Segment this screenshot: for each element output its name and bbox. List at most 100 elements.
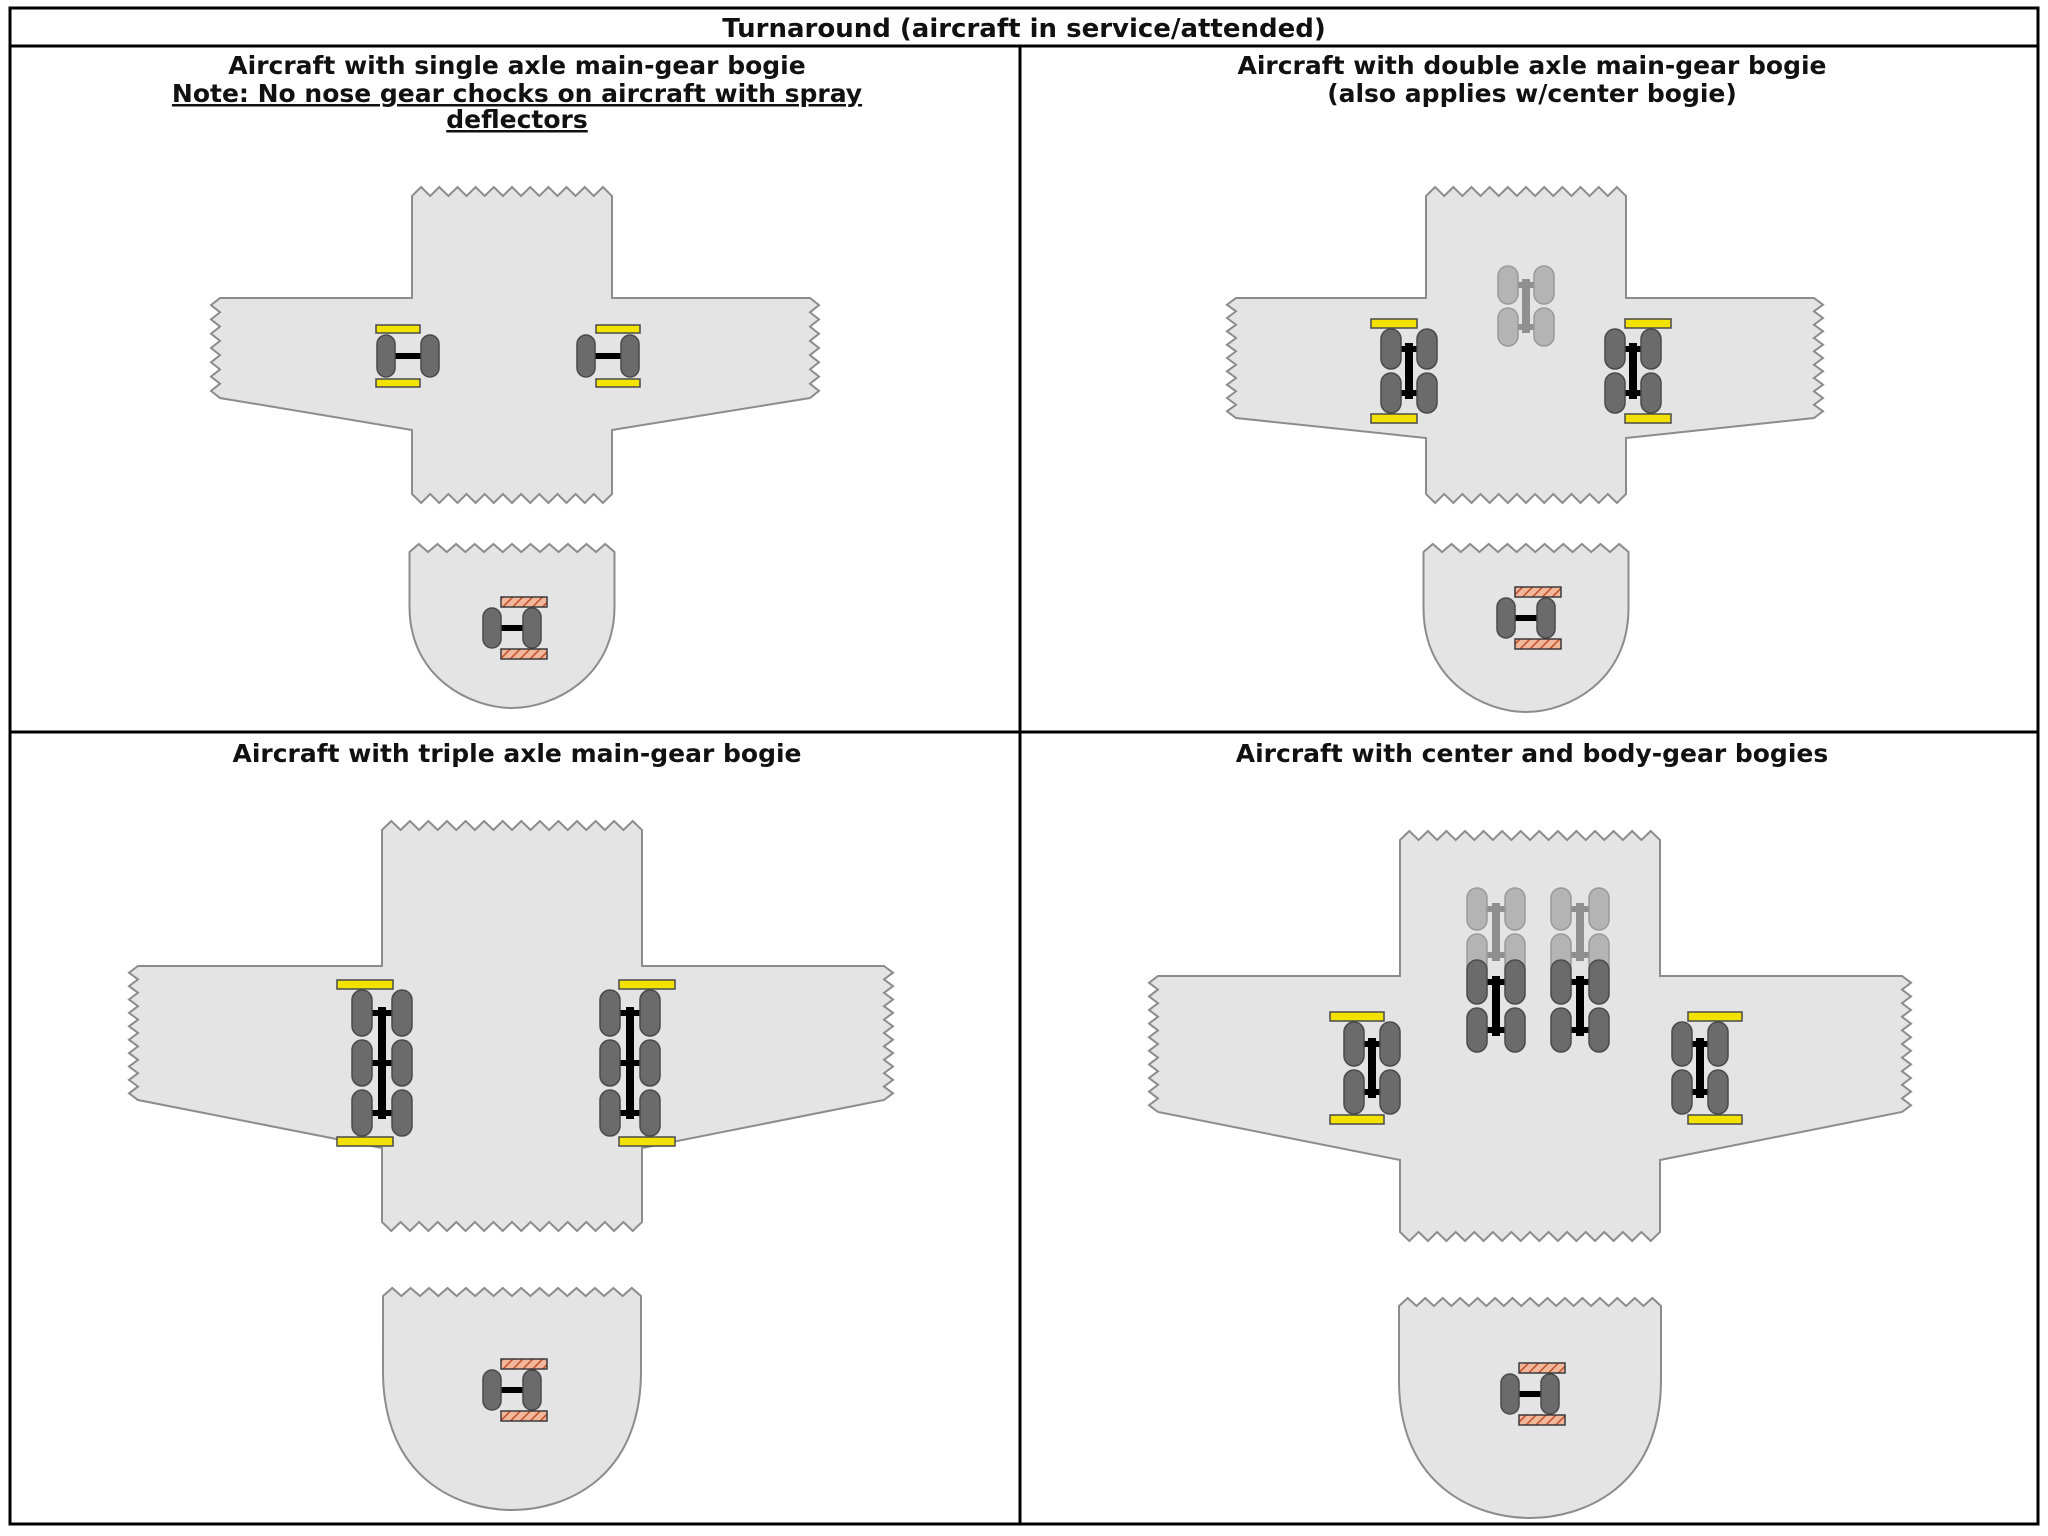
panel-double-axle-heading: Aircraft with double axle main-gear bogi…	[1237, 51, 1826, 108]
wheel-icon	[1416, 372, 1438, 414]
axle-bar	[610, 1010, 650, 1016]
main-gear-chock-icon	[1329, 1114, 1385, 1125]
bogie-beam	[1405, 343, 1413, 399]
axle-bar	[1682, 1041, 1718, 1047]
wheel-icon	[1550, 1007, 1572, 1053]
panel-single-axle-drawing	[209, 185, 821, 710]
axle-bar	[586, 353, 630, 359]
nose-gear-chock-icon	[500, 1358, 548, 1370]
axle-bar	[492, 625, 532, 631]
axle-bar	[1391, 390, 1427, 396]
axle-bar	[386, 353, 430, 359]
main-gear-chock-icon	[375, 324, 421, 334]
axle-bar	[1561, 952, 1599, 958]
axle-bar	[1506, 615, 1546, 621]
panel-double-axle-drawing	[1225, 185, 1825, 714]
nose-gear-chock-icon	[500, 1410, 548, 1422]
nose-gear-chock-icon	[1514, 638, 1562, 650]
bogie-beam	[1492, 903, 1500, 961]
nose-gear-chock-icon	[1518, 1362, 1566, 1374]
axle-bar	[1508, 324, 1544, 330]
axle-bar	[1615, 346, 1651, 352]
wheel-icon	[1536, 597, 1556, 639]
main-gear-chock-icon	[336, 979, 394, 990]
wheel-icon	[351, 1039, 373, 1087]
main-gear-chock-icon	[1370, 413, 1418, 424]
wheel-icon	[351, 1089, 373, 1137]
wheel-icon	[482, 1369, 502, 1411]
wheel-icon	[1588, 887, 1610, 931]
panel-triple-axle-heading: Aircraft with triple axle main-gear bogi…	[232, 739, 801, 768]
bogie-beam	[1576, 903, 1584, 961]
aircraft-fuselage-wing-section	[127, 819, 895, 1233]
wheel-icon	[1504, 887, 1526, 931]
wheel-icon	[1466, 959, 1488, 1005]
panel-note-line: Note: No nose gear chocks on aircraft wi…	[172, 79, 862, 108]
wheel-icon	[1379, 1021, 1401, 1067]
wheel-icon	[420, 334, 440, 378]
panel-heading-line: (also applies w/center bogie)	[1327, 79, 1737, 108]
wheel-icon	[391, 1039, 413, 1087]
bogie-beam	[1576, 976, 1584, 1036]
wheel-icon	[1671, 1069, 1693, 1115]
bogie-beam	[1696, 1038, 1704, 1098]
aircraft-fuselage-wing-section	[209, 185, 821, 505]
aircraft-fuselage-wing-section	[1225, 185, 1825, 505]
wheel-icon	[1707, 1069, 1729, 1115]
axle-bar	[1561, 906, 1599, 912]
wheel-icon	[599, 989, 621, 1037]
wheel-icon	[1604, 328, 1626, 370]
main-gear-chock-icon	[1687, 1011, 1743, 1022]
wheel-icon	[1504, 959, 1526, 1005]
wheel-icon	[576, 334, 596, 378]
wheel-icon	[1379, 1069, 1401, 1115]
bogie-beam	[1492, 976, 1500, 1036]
wheel-icon	[1588, 959, 1610, 1005]
wheel-icon	[1380, 372, 1402, 414]
wheel-icon	[391, 989, 413, 1037]
axle-bar	[1561, 1027, 1599, 1033]
wheel-icon	[1380, 328, 1402, 370]
axle-bar	[1354, 1089, 1390, 1095]
wheel-icon	[1466, 887, 1488, 931]
aircraft-fuselage-wing-section	[1147, 829, 1913, 1243]
axle-bar	[1615, 390, 1651, 396]
wheel-icon	[1533, 307, 1555, 347]
wheel-icon	[1416, 328, 1438, 370]
wheel-icon	[522, 607, 542, 649]
wheel-icon	[482, 607, 502, 649]
bogie-beam	[1522, 279, 1530, 333]
wheel-icon	[599, 1089, 621, 1137]
wheel-icon	[1604, 372, 1626, 414]
wheel-icon	[1540, 1373, 1560, 1415]
axle-bar	[610, 1060, 650, 1066]
main-gear-chock-icon	[1329, 1011, 1385, 1022]
nose-gear-chock-icon	[1514, 586, 1562, 598]
aircraft-nose-section	[1398, 1296, 1662, 1520]
main-gear-chock-icon	[618, 1136, 676, 1147]
diagram-title: Turnaround (aircraft in service/attended…	[722, 14, 1325, 44]
main-gear-chock-icon	[1624, 318, 1672, 329]
wheel-icon	[1466, 1007, 1488, 1053]
axle-bar	[1510, 1391, 1550, 1397]
main-gear-chock-icon	[595, 378, 641, 388]
wheel-icon	[1343, 1021, 1365, 1067]
panel-center-body-heading: Aircraft with center and body-gear bogie…	[1236, 739, 1828, 768]
panel-heading-line: Aircraft with triple axle main-gear bogi…	[232, 739, 801, 768]
wheel-icon	[522, 1369, 542, 1411]
wheel-icon	[599, 1039, 621, 1087]
axle-bar	[492, 1387, 532, 1393]
wheel-icon	[1343, 1069, 1365, 1115]
wheel-icon	[639, 1089, 661, 1137]
main-gear-chock-icon	[1370, 318, 1418, 329]
aircraft-drawings	[127, 185, 1913, 1520]
panel-heading-line: Aircraft with single axle main-gear bogi…	[228, 51, 805, 80]
axle-bar	[1477, 952, 1515, 958]
panel-heading-line: Aircraft with double axle main-gear bogi…	[1237, 51, 1826, 80]
wheel-icon	[1496, 597, 1516, 639]
axle-bar	[362, 1060, 402, 1066]
axle-bar	[1561, 979, 1599, 985]
panel-single-axle-heading: Aircraft with single axle main-gear bogi…	[172, 51, 862, 134]
wheel-icon	[1588, 1007, 1610, 1053]
